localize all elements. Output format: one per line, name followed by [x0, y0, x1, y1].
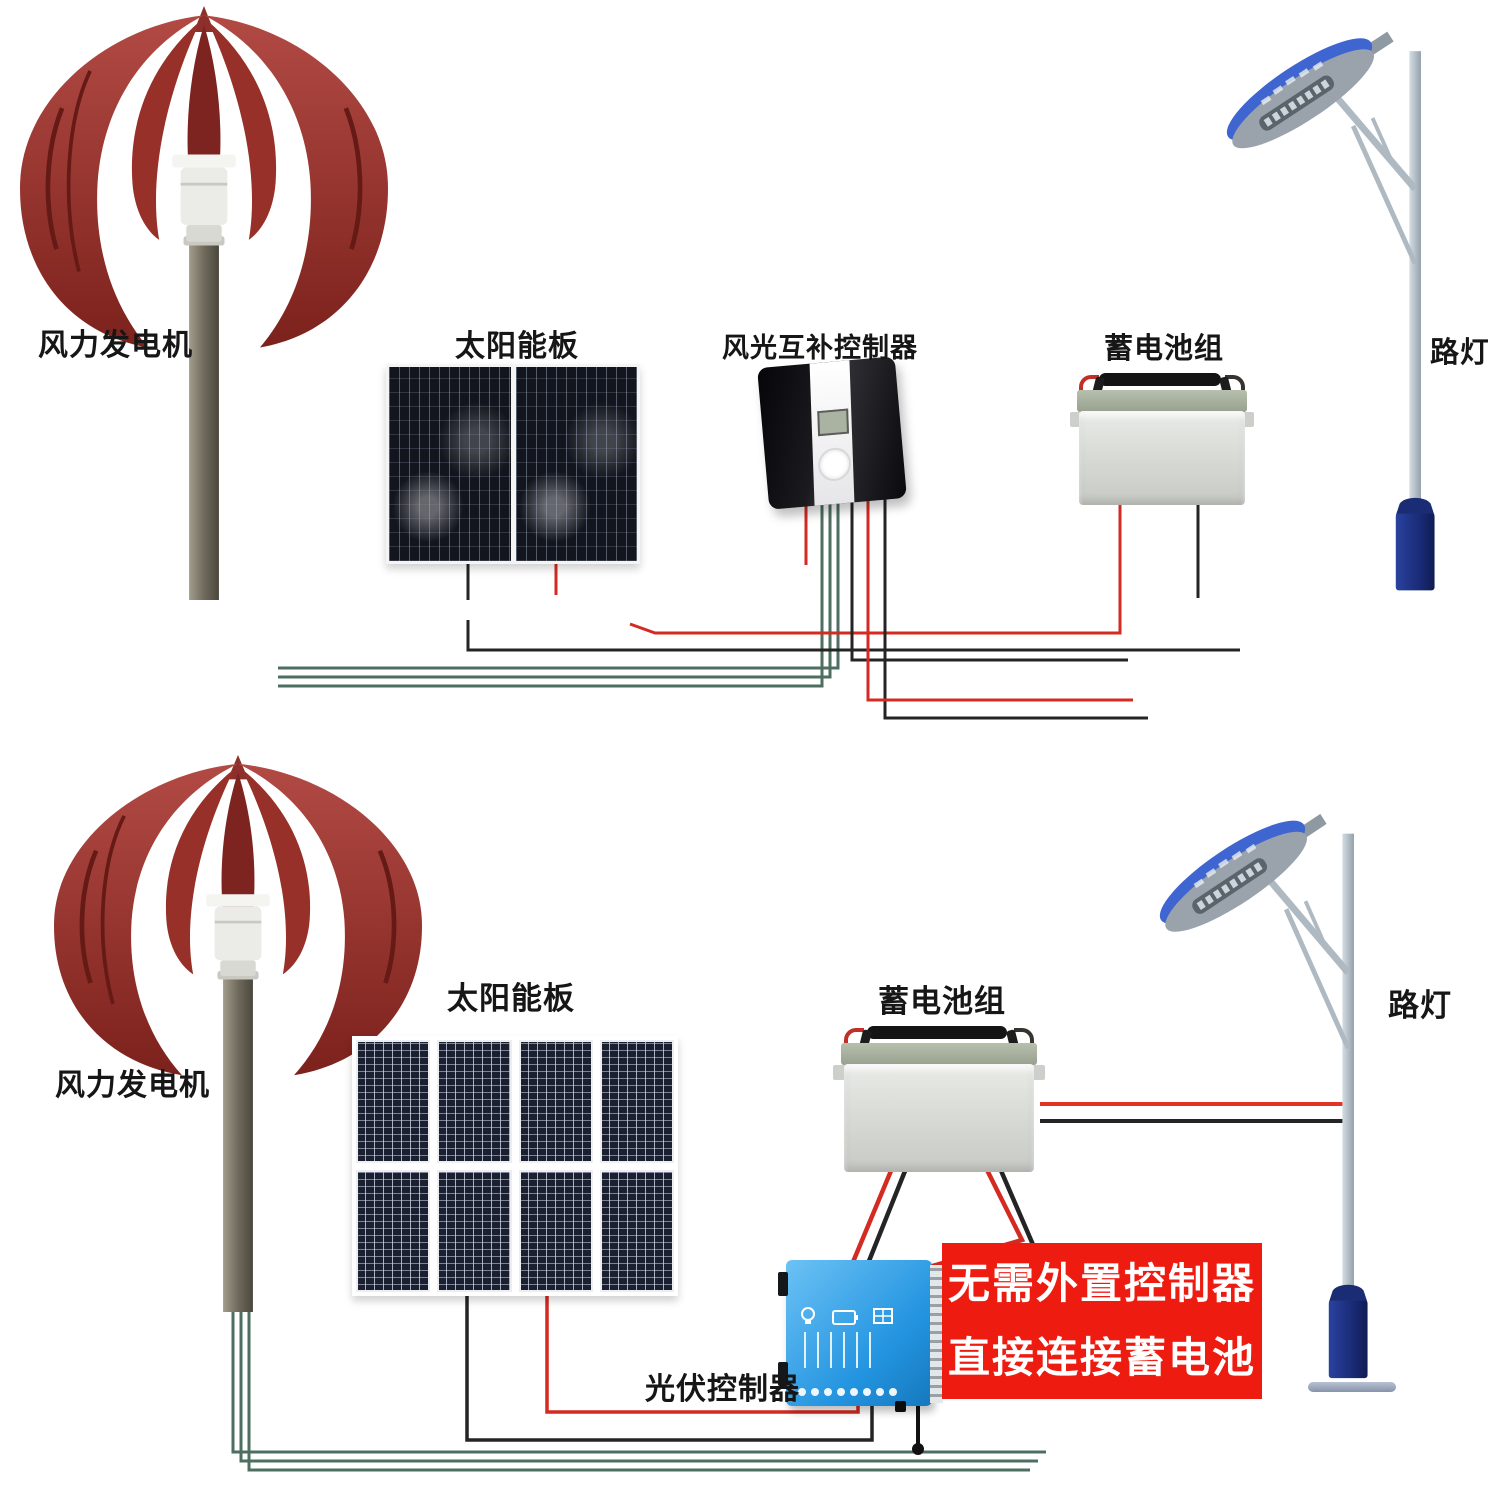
pv-controller-label: 光伏控制器: [645, 1373, 800, 1406]
solar-cell: [389, 367, 511, 561]
wire-ctrl-negative-2: [883, 495, 1148, 720]
controller-face-panel: [798, 1306, 902, 1398]
wire-b-battery-neg-left: [864, 1165, 910, 1267]
wire-turbine-phase-3: [278, 495, 824, 688]
wire-b-solar-positive: [545, 1288, 860, 1414]
banner-line-1: 无需外置控制器: [947, 1260, 1256, 1307]
battery-pack-top: [1070, 373, 1254, 505]
street-light-label-top: 路灯: [1430, 337, 1488, 369]
battery-ear: [1032, 1065, 1045, 1080]
battery-positive-lead: [843, 1028, 864, 1056]
battery-handle: [1099, 373, 1221, 386]
street-light-label-bottom: 路灯: [1388, 988, 1452, 1023]
solar-cell: [518, 1169, 593, 1292]
battery-body: [1079, 411, 1245, 505]
controller-button: [817, 446, 852, 483]
wire-solar-negative-run: [466, 620, 1240, 652]
battery-body: [843, 1064, 1035, 1172]
solar-panel-top: [386, 364, 640, 564]
solar-cell: [437, 1169, 512, 1292]
controller-mount-tab: [778, 1362, 788, 1386]
wire-b-battery-pos-left: [850, 1165, 896, 1263]
battery-icon: [832, 1310, 858, 1325]
battery-ear: [833, 1065, 846, 1080]
pv-controller: [778, 1260, 943, 1412]
solar-cell: [515, 367, 637, 561]
controller-heatsink-edge: [930, 1265, 943, 1403]
solar-panel-label-bottom: 太阳能板: [447, 981, 575, 1016]
wire-turbine-phase-1: [278, 495, 840, 670]
wire-turbine-phase-2: [278, 495, 832, 679]
wire-b-turbine-phase-1: [231, 1310, 1046, 1454]
banner-line-2: 直接连接蓄电池: [947, 1334, 1256, 1381]
controller-output-connector: [895, 1401, 906, 1412]
solar-cell: [599, 1040, 674, 1163]
solar-cell: [356, 1169, 431, 1292]
street-light-base-plate: [1308, 1382, 1396, 1392]
wire-b-solar-negative: [465, 1288, 874, 1442]
battery-lid: [1077, 390, 1247, 412]
battery-pack-bottom: [833, 1026, 1045, 1172]
battery-lid: [841, 1043, 1037, 1065]
hybrid-controller-label: 风光互补控制器: [722, 333, 918, 363]
controller-indicator-lines: [804, 1332, 871, 1368]
wire-ctrl-positive-2: [866, 495, 1133, 702]
wire-b-turbine-phase-2: [239, 1310, 1038, 1463]
solar-cell: [356, 1040, 431, 1163]
solar-panel-icon: [873, 1308, 893, 1324]
bulb-icon: [801, 1307, 815, 1324]
battery-label-top: 蓄电池组: [1104, 333, 1225, 365]
promo-banner: 无需外置控制器 直接连接蓄电池: [942, 1243, 1262, 1399]
wind-turbine-top: [8, 6, 400, 600]
controller-lcd: [817, 408, 850, 437]
hybrid-controller: [757, 356, 907, 510]
solar-panel-label-top: 太阳能板: [455, 330, 579, 363]
controller-front-stripe: [809, 360, 855, 506]
solar-cell: [599, 1169, 674, 1292]
wire-b-turbine-phase-3: [247, 1310, 1030, 1472]
wire-b-ctrl-connector: [912, 1443, 924, 1455]
solar-cell: [518, 1040, 593, 1163]
battery-positive-lead: [1079, 375, 1100, 403]
wire-solar-positive-run: [629, 500, 1122, 635]
wind-turbine-label-bottom: 风力发电机: [55, 1069, 210, 1102]
battery-negative-lead: [1224, 375, 1245, 403]
wire-ctrl-negative-1: [850, 495, 1128, 662]
controller-terminals: [798, 1388, 897, 1396]
street-light-top: [1200, 0, 1452, 610]
controller-mount-tab: [778, 1272, 788, 1296]
solar-cell: [437, 1040, 512, 1163]
wind-turbine-label-top: 风力发电机: [38, 329, 193, 362]
battery-negative-lead: [1014, 1028, 1035, 1056]
battery-label-bottom: 蓄电池组: [878, 984, 1006, 1019]
solar-array-bottom: [352, 1036, 678, 1296]
battery-handle: [866, 1026, 1007, 1039]
